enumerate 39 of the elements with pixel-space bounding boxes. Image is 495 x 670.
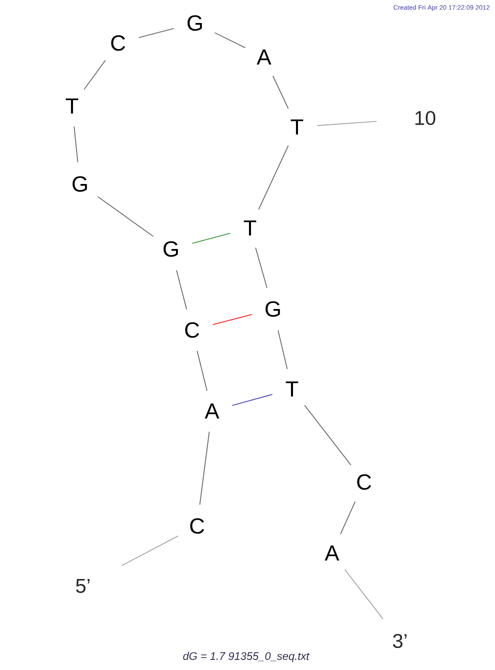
backbone-line [176, 270, 188, 310]
backbone-line [84, 60, 106, 90]
nucleotide-letter: G [164, 241, 178, 257]
strand-end-label: 3’ [393, 634, 406, 648]
nucleotide-letter: C [185, 322, 200, 338]
nucleotide-letter: G [188, 15, 202, 31]
backbone-line [97, 196, 154, 237]
caption-text: dG = 1.7 91355_0_seq.txt [183, 652, 310, 662]
nucleotide-letter: C [111, 35, 126, 51]
position-number: 10 [415, 110, 436, 126]
nucleotide-letter: T [286, 381, 298, 397]
backbone-line [340, 501, 356, 534]
base-pair-line [192, 232, 231, 244]
nucleotide-letter: G [266, 301, 280, 317]
backbone-line [74, 126, 78, 163]
backbone-line [214, 32, 246, 48]
backbone-line [258, 145, 289, 210]
base-pair-line [232, 394, 273, 406]
backbone-line [196, 350, 208, 392]
backbone-line [255, 247, 268, 288]
leader-line [121, 536, 178, 566]
nucleotide-letter: C [190, 518, 204, 534]
nucleotide-letter: G [72, 176, 87, 192]
strand-end-label: 5’ [76, 579, 90, 593]
nucleotide-letter: T [244, 220, 256, 236]
nucleotide-letter: T [66, 98, 78, 114]
nucleotide-letter: C [357, 474, 372, 490]
backbone-line [278, 330, 288, 370]
nucleotide-letter: T [290, 119, 304, 135]
base-pair-line [212, 314, 252, 326]
leader-line [344, 569, 384, 620]
backbone-line [272, 76, 289, 109]
backbone-line [199, 431, 210, 506]
backbone-line [138, 28, 174, 38]
nucleotide-letter: A [324, 545, 340, 561]
nucleotide-letter: A [256, 49, 272, 65]
nucleotide-letter: A [204, 403, 220, 419]
leader-line [317, 121, 377, 126]
backbone-line [304, 404, 352, 466]
